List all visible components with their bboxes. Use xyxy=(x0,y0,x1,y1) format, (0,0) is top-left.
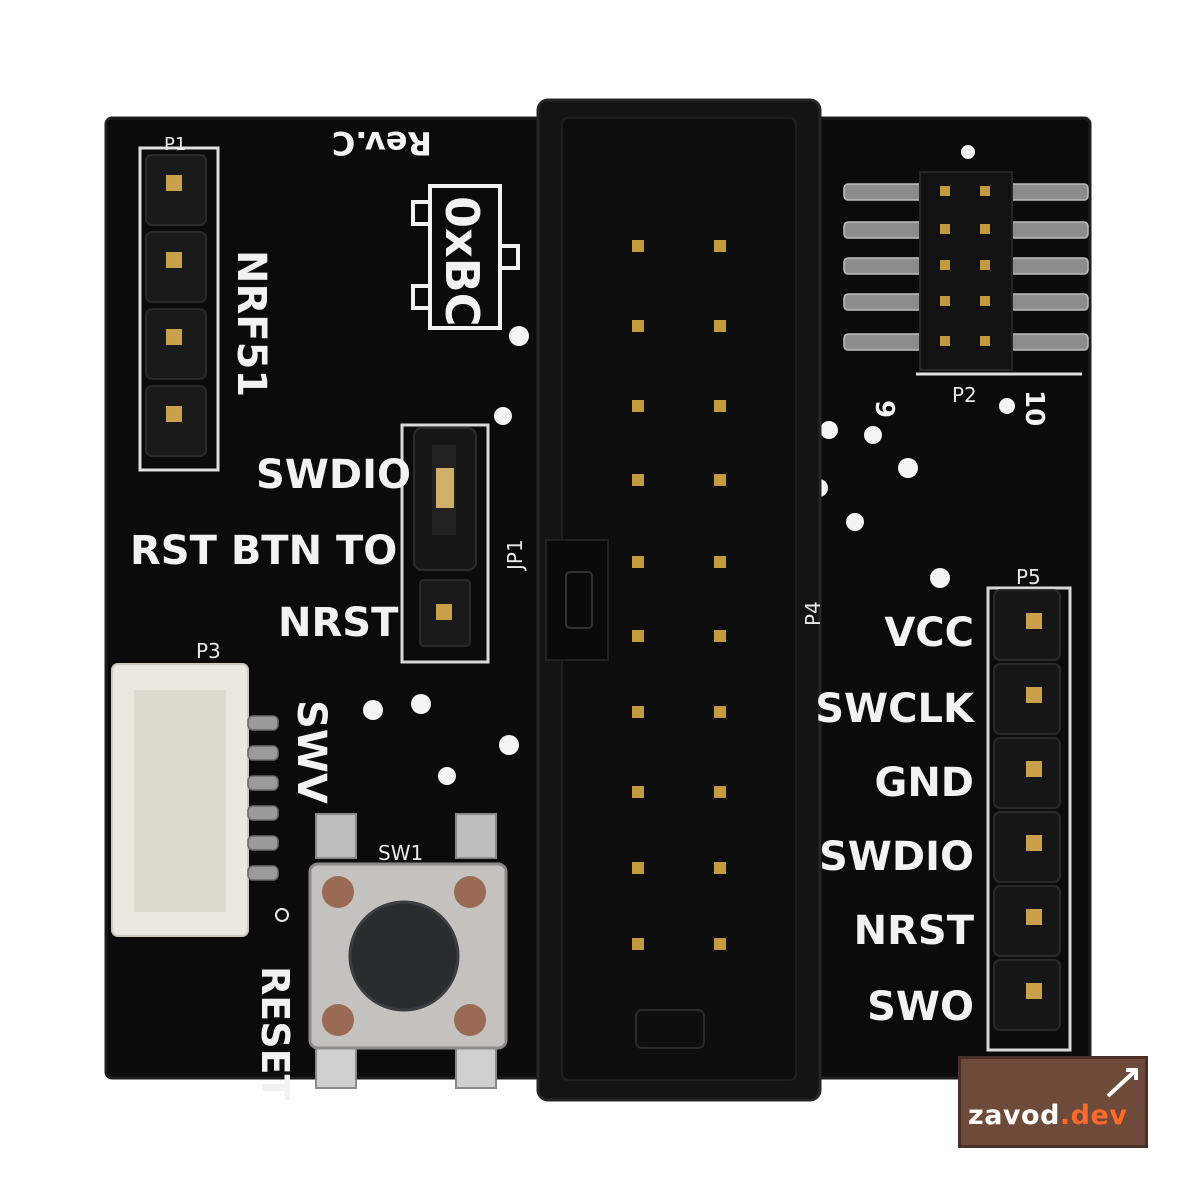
p1-label: NRF51 xyxy=(228,250,274,397)
logo-text: 0xBC xyxy=(435,196,489,327)
p2-pin-high: 10 xyxy=(1019,390,1049,426)
watermark-brand: zavod xyxy=(968,1100,1060,1131)
watermark-logo: zavod.dev xyxy=(958,1056,1148,1148)
connector-p3 xyxy=(111,663,279,937)
p3-designator: P3 xyxy=(196,639,221,663)
watermark-box xyxy=(958,1056,1148,1148)
p5-pin-swo: SWO xyxy=(867,984,974,1030)
box-connector xyxy=(536,98,822,1102)
jumper-label-top: SWDIO xyxy=(256,452,411,498)
header-p1 xyxy=(138,146,220,472)
arrow-icon xyxy=(1106,1068,1138,1098)
switch-sw1 xyxy=(308,813,508,1089)
jumper-jp1 xyxy=(400,423,490,664)
p5-pin-swdio: SWDIO xyxy=(819,834,974,880)
switch-label: RESET xyxy=(253,966,297,1101)
header-p5 xyxy=(986,586,1072,1052)
logo-outline xyxy=(411,184,520,330)
p3-label: SWV xyxy=(288,700,334,804)
p5-pin-nrst: NRST xyxy=(854,908,975,954)
switch-designator: SW1 xyxy=(378,841,423,865)
header-p2 xyxy=(843,171,1089,376)
silkscreen-text: P1 NRF51 Rev.C 0xBC SWDIO RST BTN TO NRS… xyxy=(130,124,1049,1101)
p4-designator: P4 xyxy=(801,601,825,626)
p5-pin-vcc: VCC xyxy=(884,610,974,656)
p5-designator: P5 xyxy=(1016,565,1041,589)
p5-pin-swclk: SWCLK xyxy=(815,686,976,732)
p1-designator: P1 xyxy=(164,134,186,155)
revision-label: Rev.C xyxy=(332,124,432,162)
jumper-designator: JP1 xyxy=(503,539,527,572)
p5-pin-gnd: GND xyxy=(874,760,974,806)
jumper-label-mid: RST BTN TO xyxy=(130,528,397,574)
watermark-domain: .dev xyxy=(1059,1100,1128,1131)
p2-pin-low: 9 xyxy=(869,400,899,418)
p2-designator: P2 xyxy=(952,383,977,407)
jumper-label-bottom: NRST xyxy=(278,600,399,646)
watermark-text: zavod.dev xyxy=(968,1100,1127,1131)
